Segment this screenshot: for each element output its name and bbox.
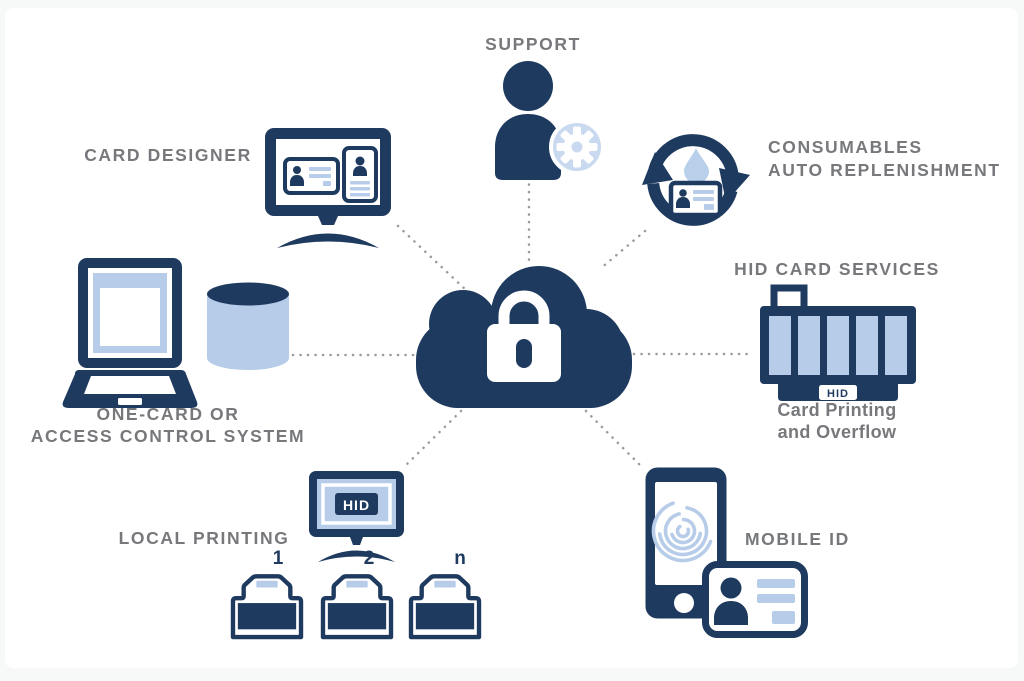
connector-mobile-id	[584, 409, 645, 470]
landscape-id-card-icon	[283, 157, 340, 195]
support-person-gear-icon	[495, 61, 604, 180]
card-printing-subtitle: Card Printing and Overflow	[777, 400, 897, 442]
local-printing-label: LOCAL PRINTING	[118, 528, 290, 548]
mobile-id-label: MOBILE ID	[745, 529, 850, 549]
database-cylinder-icon	[207, 282, 289, 370]
cloud-lock-icon	[416, 266, 632, 408]
connector-local-printing	[402, 409, 463, 469]
droplet-icon	[684, 148, 709, 184]
industrial-card-printer-icon: HID	[760, 284, 916, 401]
card-designer-label: CARD DESIGNER	[84, 145, 252, 165]
hid-logo-text: HID	[827, 388, 849, 400]
consumable-card-icon	[668, 180, 723, 218]
printer-1-number: 1	[272, 548, 284, 569]
connector-card-designer	[396, 224, 468, 292]
desktop-card-printer-n-icon	[408, 574, 482, 640]
monitor-id-cards-icon	[265, 128, 391, 248]
printer-2-number: 2	[363, 548, 375, 569]
mobile-id-card-icon	[702, 561, 808, 638]
consumables-label: CONSUMABLES AUTO REPLENISHMENT	[768, 136, 1001, 182]
replenish-cycle-icon	[642, 134, 750, 226]
hid-card-services-label: HID CARD SERVICES	[734, 259, 940, 279]
support-label: SUPPORT	[485, 34, 581, 54]
connector-consumables	[598, 229, 647, 271]
padlock-icon	[487, 290, 561, 382]
hid-monitor-logo-text: HID	[343, 497, 370, 513]
gear-icon	[549, 119, 604, 175]
one-card-access-label: ONE-CARD OR ACCESS CONTROL SYSTEM	[30, 404, 306, 446]
portrait-id-card-icon	[342, 146, 378, 203]
cycle-arrowheads	[642, 152, 750, 202]
printer-n-number: n	[454, 548, 466, 569]
consumables-label-line2: AUTO REPLENISHMENT	[768, 160, 1001, 180]
fingerprint-icon	[651, 499, 715, 563]
hid-monitor-icon: HID	[309, 471, 404, 562]
person-icon	[495, 61, 561, 180]
desktop-card-printer-2-icon	[320, 574, 394, 640]
consumables-label-line1: CONSUMABLES	[768, 137, 923, 157]
desktop-card-printer-1-icon	[230, 574, 304, 640]
printer-slots	[769, 316, 907, 375]
laptop-icon	[62, 258, 198, 408]
